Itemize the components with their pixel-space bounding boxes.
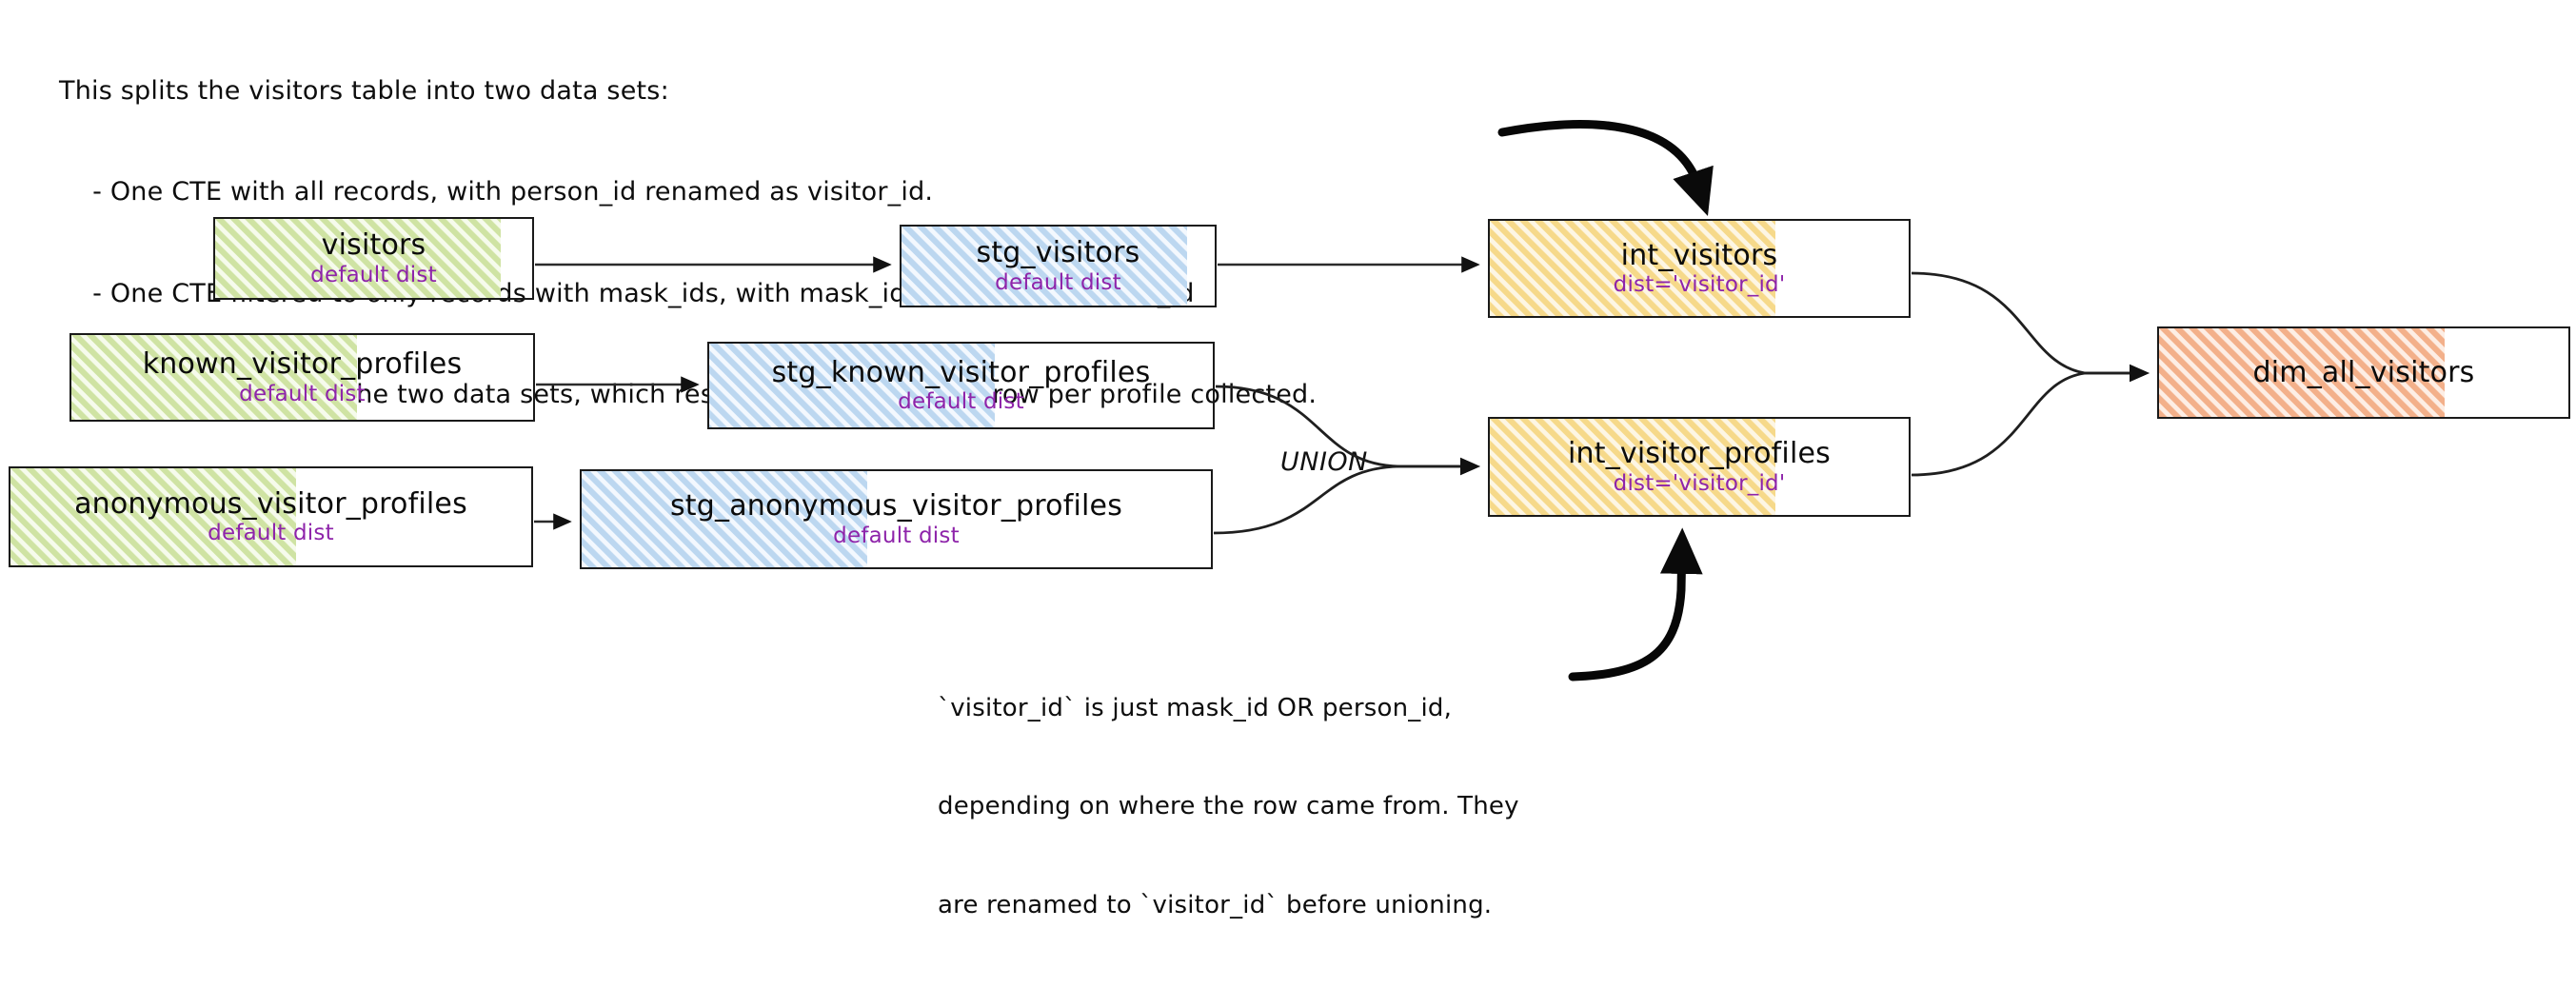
node-int-visitor-profiles[interactable]: int_visitor_profiles dist='visitor_id' — [1488, 417, 1911, 517]
node-fill-int-visitors — [1490, 221, 1775, 316]
node-stg-anonymous-visitor-profiles[interactable]: stg_anonymous_visitor_profiles default d… — [580, 469, 1213, 569]
node-title: anonymous_visitor_profiles — [74, 486, 467, 521]
node-visitors[interactable]: visitors default dist — [213, 217, 534, 300]
node-fill-int-visitor-profiles — [1490, 419, 1775, 515]
node-int-visitors[interactable]: int_visitors dist='visitor_id' — [1488, 219, 1911, 318]
node-title: known_visitor_profiles — [142, 347, 463, 382]
node-known-visitor-profiles[interactable]: known_visitor_profiles default dist — [69, 333, 535, 422]
diagram-canvas: This splits the visitors table into two … — [9, 76, 2570, 919]
node-title: stg_anonymous_visitor_profiles — [669, 489, 1123, 524]
node-title: int_visitors — [1620, 238, 1778, 272]
node-dim-all-visitors[interactable]: dim_all_visitors — [2157, 326, 2570, 419]
node-title: visitors — [321, 228, 426, 263]
node-fill-stg-visitors — [902, 227, 1187, 306]
edge-int-visitor-profiles-to-dim-all-visitors — [1911, 364, 2150, 477]
node-fill-known-visitor-profiles — [71, 335, 357, 420]
node-title: int_visitor_profiles — [1567, 437, 1831, 471]
node-subtitle: default dist — [239, 381, 366, 406]
node-fill-visitors — [215, 219, 501, 298]
node-subtitle: dist='visitor_id' — [1613, 272, 1786, 298]
node-subtitle: default dist — [833, 523, 960, 548]
annotation-arrow-to-int-visitor-profiles — [1568, 527, 1703, 682]
node-subtitle: default dist — [995, 269, 1121, 295]
bottom-note: `visitor_id` is just mask_id OR person_i… — [938, 628, 1519, 988]
node-stg-visitors[interactable]: stg_visitors default dist — [900, 225, 1217, 307]
edge-int-visitors-to-dim-all-visitors — [1911, 271, 2150, 383]
node-anonymous-visitor-profiles[interactable]: anonymous_visitor_profiles default dist — [9, 466, 533, 567]
node-title: dim_all_visitors — [2252, 355, 2475, 389]
annotation-arrow-to-int-visitors — [1497, 120, 1714, 216]
node-subtitle: default dist — [898, 389, 1024, 415]
node-fill-stg-known-visitor-profiles — [709, 344, 995, 427]
node-subtitle: dist='visitor_id' — [1613, 470, 1786, 496]
node-subtitle: default dist — [208, 521, 334, 546]
header-note-line-2: - One CTE with all records, with person_… — [59, 177, 934, 207]
bottom-note-line-1: `visitor_id` is just mask_id OR person_i… — [938, 693, 1453, 722]
bottom-note-line-3: are renamed to `visitor_id` before union… — [938, 890, 1493, 919]
bottom-note-line-2: depending on where the row came from. Th… — [938, 792, 1519, 821]
node-subtitle: default dist — [310, 262, 437, 287]
node-fill-stg-anonymous-visitor-profiles — [582, 471, 867, 567]
node-stg-known-visitor-profiles[interactable]: stg_known_visitor_profiles default dist — [707, 342, 1215, 429]
node-fill-dim-all-visitors — [2159, 328, 2445, 417]
node-title: stg_known_visitor_profiles — [771, 355, 1151, 389]
union-label: UNION — [1280, 447, 1368, 477]
node-fill-anonymous-visitor-profiles — [10, 468, 296, 565]
node-title: stg_visitors — [976, 236, 1140, 270]
header-note-line-1: This splits the visitors table into two … — [59, 76, 669, 107]
